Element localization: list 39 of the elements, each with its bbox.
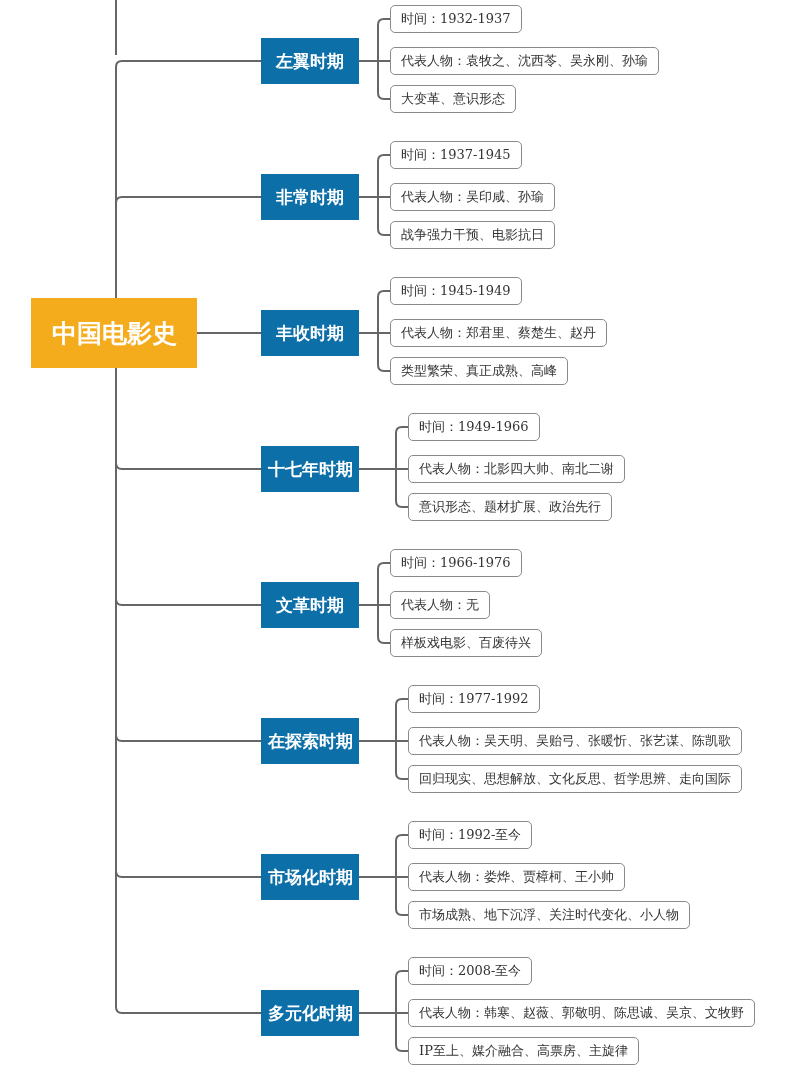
detail-box: 代表人物：无 bbox=[390, 591, 490, 619]
detail-box: 时间：1992-至今 bbox=[408, 821, 533, 849]
detail-box: 时间：1945-1949 bbox=[390, 277, 522, 305]
detail-box: 代表人物：吴印咸、孙瑜 bbox=[390, 183, 555, 211]
detail-box: 时间：1966-1976 bbox=[390, 549, 522, 577]
detail-box: 代表人物：袁牧之、沈西苓、吴永刚、孙瑜 bbox=[390, 47, 659, 75]
period-topic: 多元化时期 bbox=[261, 990, 359, 1036]
period-topic: 非常时期 bbox=[261, 174, 359, 220]
period-topic: 丰收时期 bbox=[261, 310, 359, 356]
period-topic: 左翼时期 bbox=[261, 38, 359, 84]
detail-box: 时间：1937-1945 bbox=[390, 141, 522, 169]
detail-box: 意识形态、题材扩展、政治先行 bbox=[408, 493, 612, 521]
detail-box: 代表人物：郑君里、蔡楚生、赵丹 bbox=[390, 319, 607, 347]
detail-box: 代表人物：娄烨、贾樟柯、王小帅 bbox=[408, 863, 625, 891]
detail-box: 时间：1977-1992 bbox=[408, 685, 540, 713]
connector-line bbox=[115, 196, 262, 299]
detail-box: 市场成熟、地下沉浮、关注时代变化、小人物 bbox=[408, 901, 690, 929]
detail-box: 时间：2008-至今 bbox=[408, 957, 533, 985]
root-topic: 中国电影史 bbox=[31, 298, 197, 368]
detail-box: 时间：1932-1937 bbox=[390, 5, 522, 33]
detail-box: 样板戏电影、百废待兴 bbox=[390, 629, 542, 657]
detail-box: 代表人物：北影四大帅、南北二谢 bbox=[408, 455, 625, 483]
detail-box: IP至上、媒介融合、高票房、主旋律 bbox=[408, 1037, 639, 1065]
connector-line bbox=[358, 196, 391, 236]
detail-box: 类型繁荣、真正成熟、高峰 bbox=[390, 357, 568, 385]
connector-line bbox=[358, 604, 391, 644]
period-topic: 文革时期 bbox=[261, 582, 359, 628]
connector-line bbox=[358, 60, 391, 100]
detail-box: 大变革、意识形态 bbox=[390, 85, 516, 113]
detail-box: 时间：1949-1966 bbox=[408, 413, 540, 441]
detail-box: 代表人物：吴天明、吴贻弓、张暖忻、张艺谋、陈凯歌 bbox=[408, 727, 742, 755]
connector-line bbox=[358, 332, 391, 372]
period-topic: 十七年时期 bbox=[261, 446, 359, 492]
detail-box: 代表人物：韩寒、赵薇、郭敬明、陈思诚、吴京、文牧野 bbox=[408, 999, 755, 1027]
connector-line bbox=[196, 332, 262, 334]
period-topic: 市场化时期 bbox=[261, 854, 359, 900]
detail-box: 回归现实、思想解放、文化反思、哲学思辨、走向国际 bbox=[408, 765, 742, 793]
detail-box: 战争强力干预、电影抗日 bbox=[390, 221, 555, 249]
period-topic: 在探索时期 bbox=[261, 718, 359, 764]
